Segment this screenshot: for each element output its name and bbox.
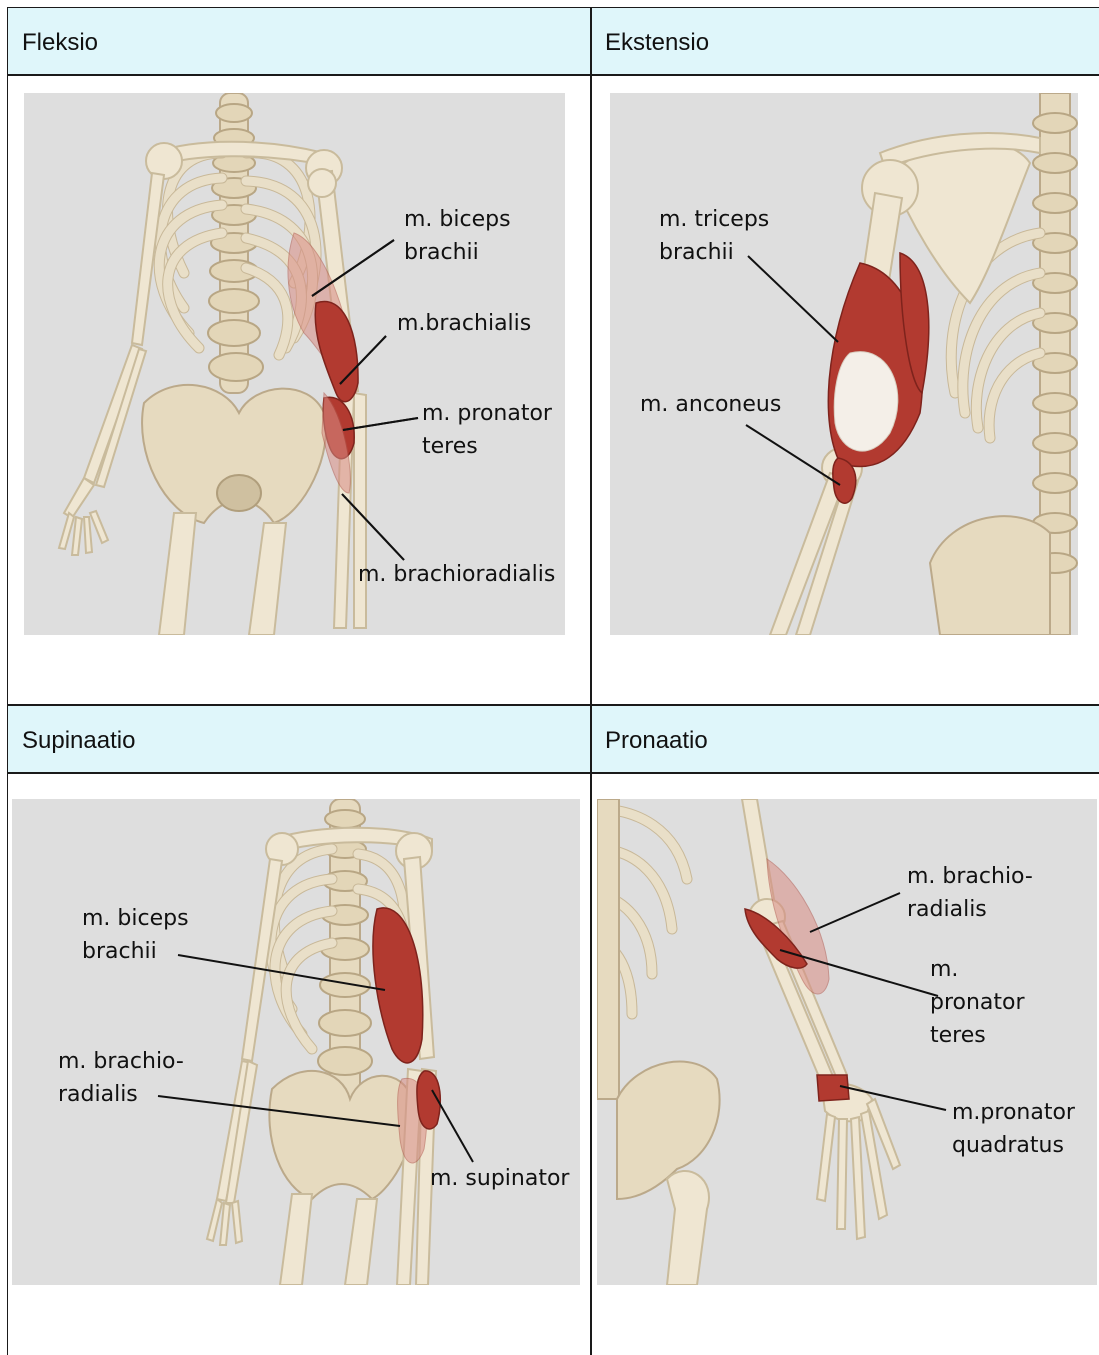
extension-illustration xyxy=(610,93,1078,635)
pronator-quadratus-muscle xyxy=(817,1075,849,1101)
supinator-muscle xyxy=(417,1071,440,1129)
label-flexion-brachioradialis: m. brachioradialis xyxy=(358,558,555,591)
row-divider xyxy=(7,704,1099,706)
label-supination-supinator: m. supinator xyxy=(430,1162,569,1195)
table-border-top xyxy=(7,7,1099,8)
label-supination-brachioradialis: m. brachio-radialis xyxy=(58,1045,184,1111)
label-pronation-brachioradialis: m. brachio-radialis xyxy=(907,860,1033,926)
label-flexion-brachialis: m.brachialis xyxy=(397,307,531,340)
header-divider-1 xyxy=(7,74,1099,76)
table-divider-vertical xyxy=(590,7,592,1355)
header-divider-2 xyxy=(7,772,1099,774)
table-border-left xyxy=(7,7,8,1355)
hand xyxy=(817,1084,900,1239)
label-extension-anconeus: m. anconeus xyxy=(640,388,781,421)
supination-illustration xyxy=(12,799,580,1285)
